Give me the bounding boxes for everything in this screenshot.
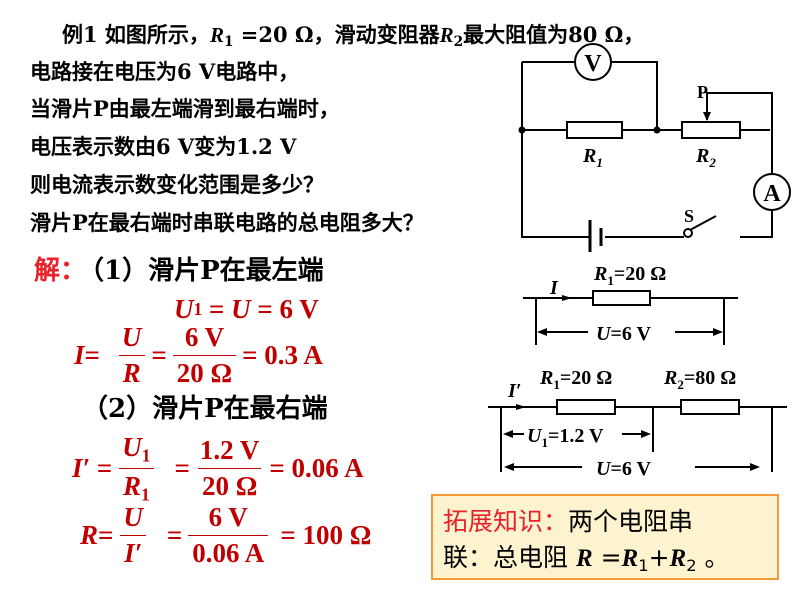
text: R xyxy=(209,23,224,47)
ammeter-icon xyxy=(753,173,791,211)
switch-label: S xyxy=(684,206,694,226)
r1-value-label: R1=20 Ω xyxy=(593,263,666,288)
extension-line-1: 拓展知识：两个电阻串 xyxy=(443,507,694,536)
current-prime-label: I′ xyxy=(507,380,521,402)
slider-arrow-icon xyxy=(703,112,711,121)
text: =20 Ω，滑动变阻器 xyxy=(233,22,440,47)
problem-line-2: 电路接在电压为6 V电路中， xyxy=(30,59,300,84)
problem-line-6: 滑片P在最右端时串联电路的总电阻多大？ xyxy=(30,210,424,235)
extension-line-2: 联：总电阻 R =R1+R2 。 xyxy=(443,543,730,575)
part1-heading: （1）滑片P在最左端 xyxy=(78,256,324,286)
slider-label: P xyxy=(697,82,708,102)
current-label: I xyxy=(549,277,559,299)
diagram-1 xyxy=(523,290,738,345)
battery-icon xyxy=(588,220,603,252)
r2-value-label: R2=80 Ω xyxy=(663,367,736,392)
voltage-label: U=6 V xyxy=(596,323,651,345)
r1-value-label: R1=20 Ω xyxy=(539,367,612,392)
text: 例1 如图所示， xyxy=(62,22,210,47)
extension-note: 拓展知识：两个电阻串 联：总电阻 R =R1+R2 。 xyxy=(431,494,779,580)
junction-dot xyxy=(653,126,661,134)
problem-line-3: 当滑片P由最左端滑到最右端时， xyxy=(30,96,340,121)
junction-dot xyxy=(518,126,526,134)
voltage-label: U=6 V xyxy=(596,458,651,480)
part2-heading: （2）滑片P在最右端 xyxy=(82,394,328,424)
problem-line-1: 例1 如图所示，R1 =20 Ω，滑动变阻器R2最大阻值为80 Ω， xyxy=(62,24,644,50)
text: R xyxy=(439,23,454,47)
ammeter-label: A xyxy=(763,181,781,207)
text: 最大阻值为80 Ω， xyxy=(463,22,645,47)
voltmeter-icon xyxy=(574,43,612,81)
switch-icon xyxy=(683,228,693,238)
resistor-r1 xyxy=(566,121,623,139)
r2-label: R2 xyxy=(695,145,716,170)
r1-label: R1 xyxy=(582,145,603,170)
resistor-r2 xyxy=(681,121,741,139)
solution-heading: 解： xyxy=(34,256,87,286)
u1-label: U1=1.2 V xyxy=(527,425,604,450)
text: 2 xyxy=(453,34,464,51)
main-circuit xyxy=(521,43,791,252)
text: 1 xyxy=(223,34,234,51)
voltmeter-label: V xyxy=(584,51,602,77)
problem-line-4: 电压表示数由6 V变为1.2 V xyxy=(30,134,297,159)
problem-line-5: 则电流表示数变化范围是多少？ xyxy=(30,172,324,197)
wire xyxy=(605,92,773,238)
